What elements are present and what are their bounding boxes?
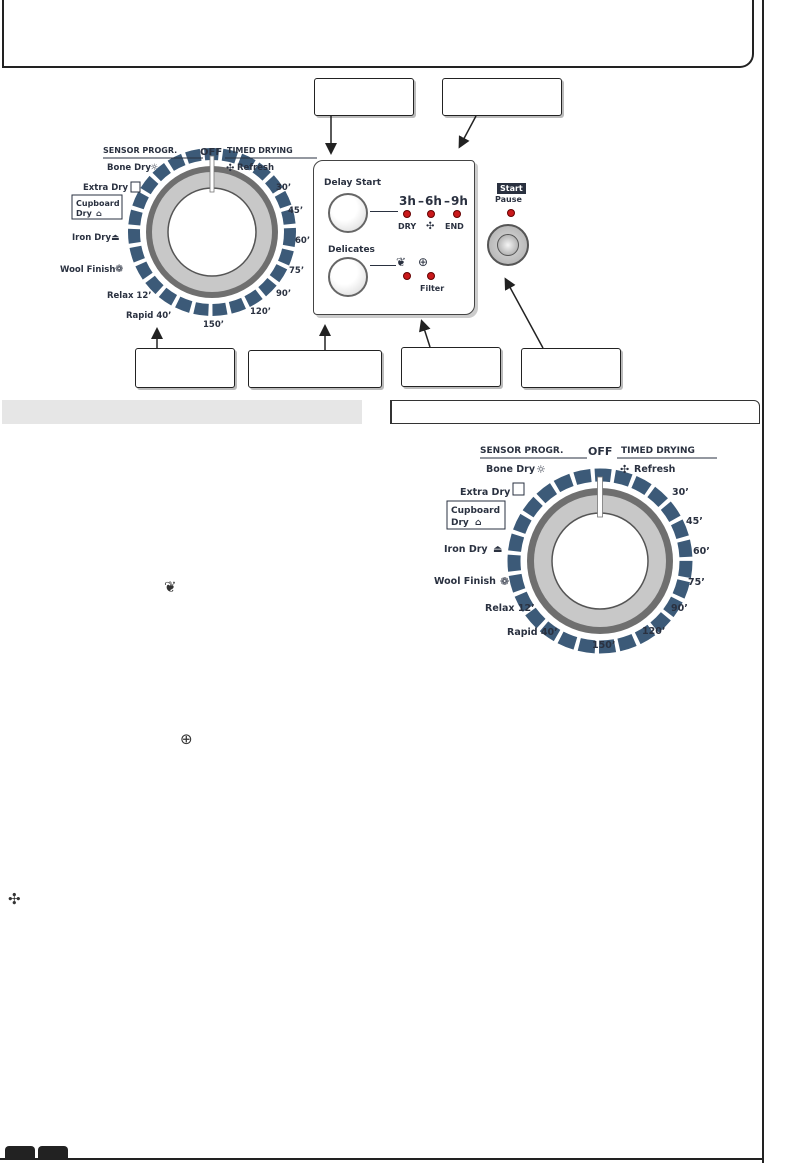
delay-start-button[interactable]	[328, 193, 368, 233]
control-panel: Delay Start 3h – 6h – 9h DRY ✣ END Delic…	[313, 160, 475, 315]
callout-box-indicators	[442, 78, 562, 116]
delay-6h: 6h	[425, 194, 442, 208]
off-label: OFF	[588, 445, 612, 458]
program-rapid: Rapid 40’	[507, 627, 558, 638]
program-120: 120’	[642, 626, 665, 637]
fan-icon: ✣	[8, 890, 21, 908]
led-delicates	[403, 272, 411, 280]
program-relax: Relax 12’	[107, 291, 151, 301]
fan-icon: ✣	[620, 463, 629, 476]
callout-box-delay-start	[314, 78, 414, 116]
arrow-to-indicators	[458, 115, 477, 149]
sun-icon: ☼	[536, 463, 546, 476]
program-wool-finish: Wool Finish	[60, 265, 115, 275]
program-bone-dry: Bone Dry	[107, 163, 151, 173]
program-extra-dry: Extra Dry	[460, 487, 511, 498]
iron-icon: ⏏	[111, 233, 120, 243]
arrow-to-filter	[419, 319, 431, 348]
program-cupboard-line2: Dry	[451, 518, 469, 528]
filter-label: Filter	[420, 284, 445, 293]
cupboard-icon	[512, 482, 525, 496]
callout-box-delicates	[248, 350, 382, 388]
delay-start-label: Delay Start	[324, 178, 382, 188]
program-90: 90’	[276, 289, 291, 299]
program-iron-dry: Iron Dry	[72, 233, 111, 243]
program-relax: Relax 12’	[485, 603, 535, 614]
led-filter	[427, 272, 435, 280]
timed-header: TIMED DRYING	[621, 446, 695, 456]
program-150: 150’	[203, 320, 224, 330]
program-iron-dry: Iron Dry	[444, 544, 488, 555]
led-dry	[403, 210, 411, 218]
sensor-header: SENSOR PROGR.	[480, 446, 563, 456]
program-30: 30’	[672, 487, 689, 498]
led-cool	[427, 210, 435, 218]
sensor-header: SENSOR PROGR.	[103, 146, 177, 155]
program-45: 45’	[686, 516, 703, 527]
section-header-right	[390, 400, 760, 424]
start-diamond-icon	[497, 234, 519, 256]
program-cupboard-line1: Cupboard	[451, 506, 500, 516]
program-75: 75’	[289, 266, 304, 276]
program-bone-dry: Bone Dry	[486, 464, 536, 475]
hanger-icon: ⌂	[96, 209, 102, 218]
filter-grid-icon: ⊕	[418, 255, 429, 269]
program-dial-bottom[interactable]: SENSOR PROGR. OFF TIMED DRYING Bone Dry …	[425, 438, 725, 656]
callout-box-dial	[135, 348, 235, 388]
delay-9h: 9h	[451, 194, 468, 208]
start-pause-button[interactable]	[487, 224, 529, 266]
callout-arrows	[151, 115, 544, 350]
delicates-button[interactable]	[328, 257, 368, 297]
yarn-icon: ❁	[500, 575, 509, 588]
delicates-label: Delicates	[328, 245, 375, 255]
program-refresh: Refresh	[237, 163, 274, 173]
dry-label: DRY	[398, 222, 417, 231]
cupboard-icon	[130, 181, 141, 193]
section-header-left	[2, 400, 362, 424]
arrow-to-start	[504, 277, 544, 349]
fan-icon: ✣	[426, 221, 435, 232]
callout-box-filter	[401, 347, 501, 387]
program-120: 120’	[250, 307, 271, 317]
header-banner	[2, 0, 754, 68]
footer-tab-2	[38, 1146, 68, 1158]
start-tag: Start	[497, 183, 526, 194]
iron-icon: ⏏	[493, 544, 502, 555]
feather-icon: ❦	[164, 578, 177, 596]
callout-box-start	[521, 348, 621, 388]
pause-label: Pause	[495, 195, 522, 204]
program-60: 60’	[295, 236, 310, 246]
right-margin-rule	[762, 0, 764, 1163]
delay-line	[370, 211, 398, 212]
yarn-icon: ❁	[115, 264, 123, 275]
sun-icon: ☼	[150, 163, 158, 173]
led-start	[507, 209, 515, 217]
end-label: END	[445, 222, 464, 231]
delay-3h: 3h	[399, 194, 416, 208]
program-extra-dry: Extra Dry	[83, 183, 128, 193]
program-rapid: Rapid 40’	[126, 311, 171, 321]
program-refresh: Refresh	[634, 464, 676, 475]
off-label: OFF	[200, 147, 222, 158]
footer-tab-1	[5, 1146, 35, 1158]
program-cupboard-line2: Dry	[76, 209, 93, 218]
program-cupboard-line1: Cupboard	[76, 199, 120, 208]
program-150: 150’	[592, 640, 615, 651]
delicates-line	[370, 265, 396, 266]
program-90: 90’	[671, 603, 688, 614]
program-45: 45’	[288, 206, 303, 216]
footer-rule	[0, 1158, 762, 1160]
filter-grid-icon: ⊕	[180, 730, 193, 748]
program-75: 75’	[688, 577, 705, 588]
feather-icon: ❦	[396, 255, 407, 269]
program-wool-finish: Wool Finish	[434, 576, 496, 587]
program-dial-top[interactable]: SENSOR PROGR. OFF TIMED DRYING Bone Dry …	[55, 140, 325, 340]
program-60: 60’	[693, 546, 710, 557]
hanger-icon: ⌂	[475, 518, 482, 528]
dial-ring	[128, 148, 296, 316]
led-end	[453, 210, 461, 218]
timed-header: TIMED DRYING	[227, 146, 293, 155]
fan-icon: ✣	[226, 163, 234, 174]
program-30: 30’	[276, 183, 291, 193]
